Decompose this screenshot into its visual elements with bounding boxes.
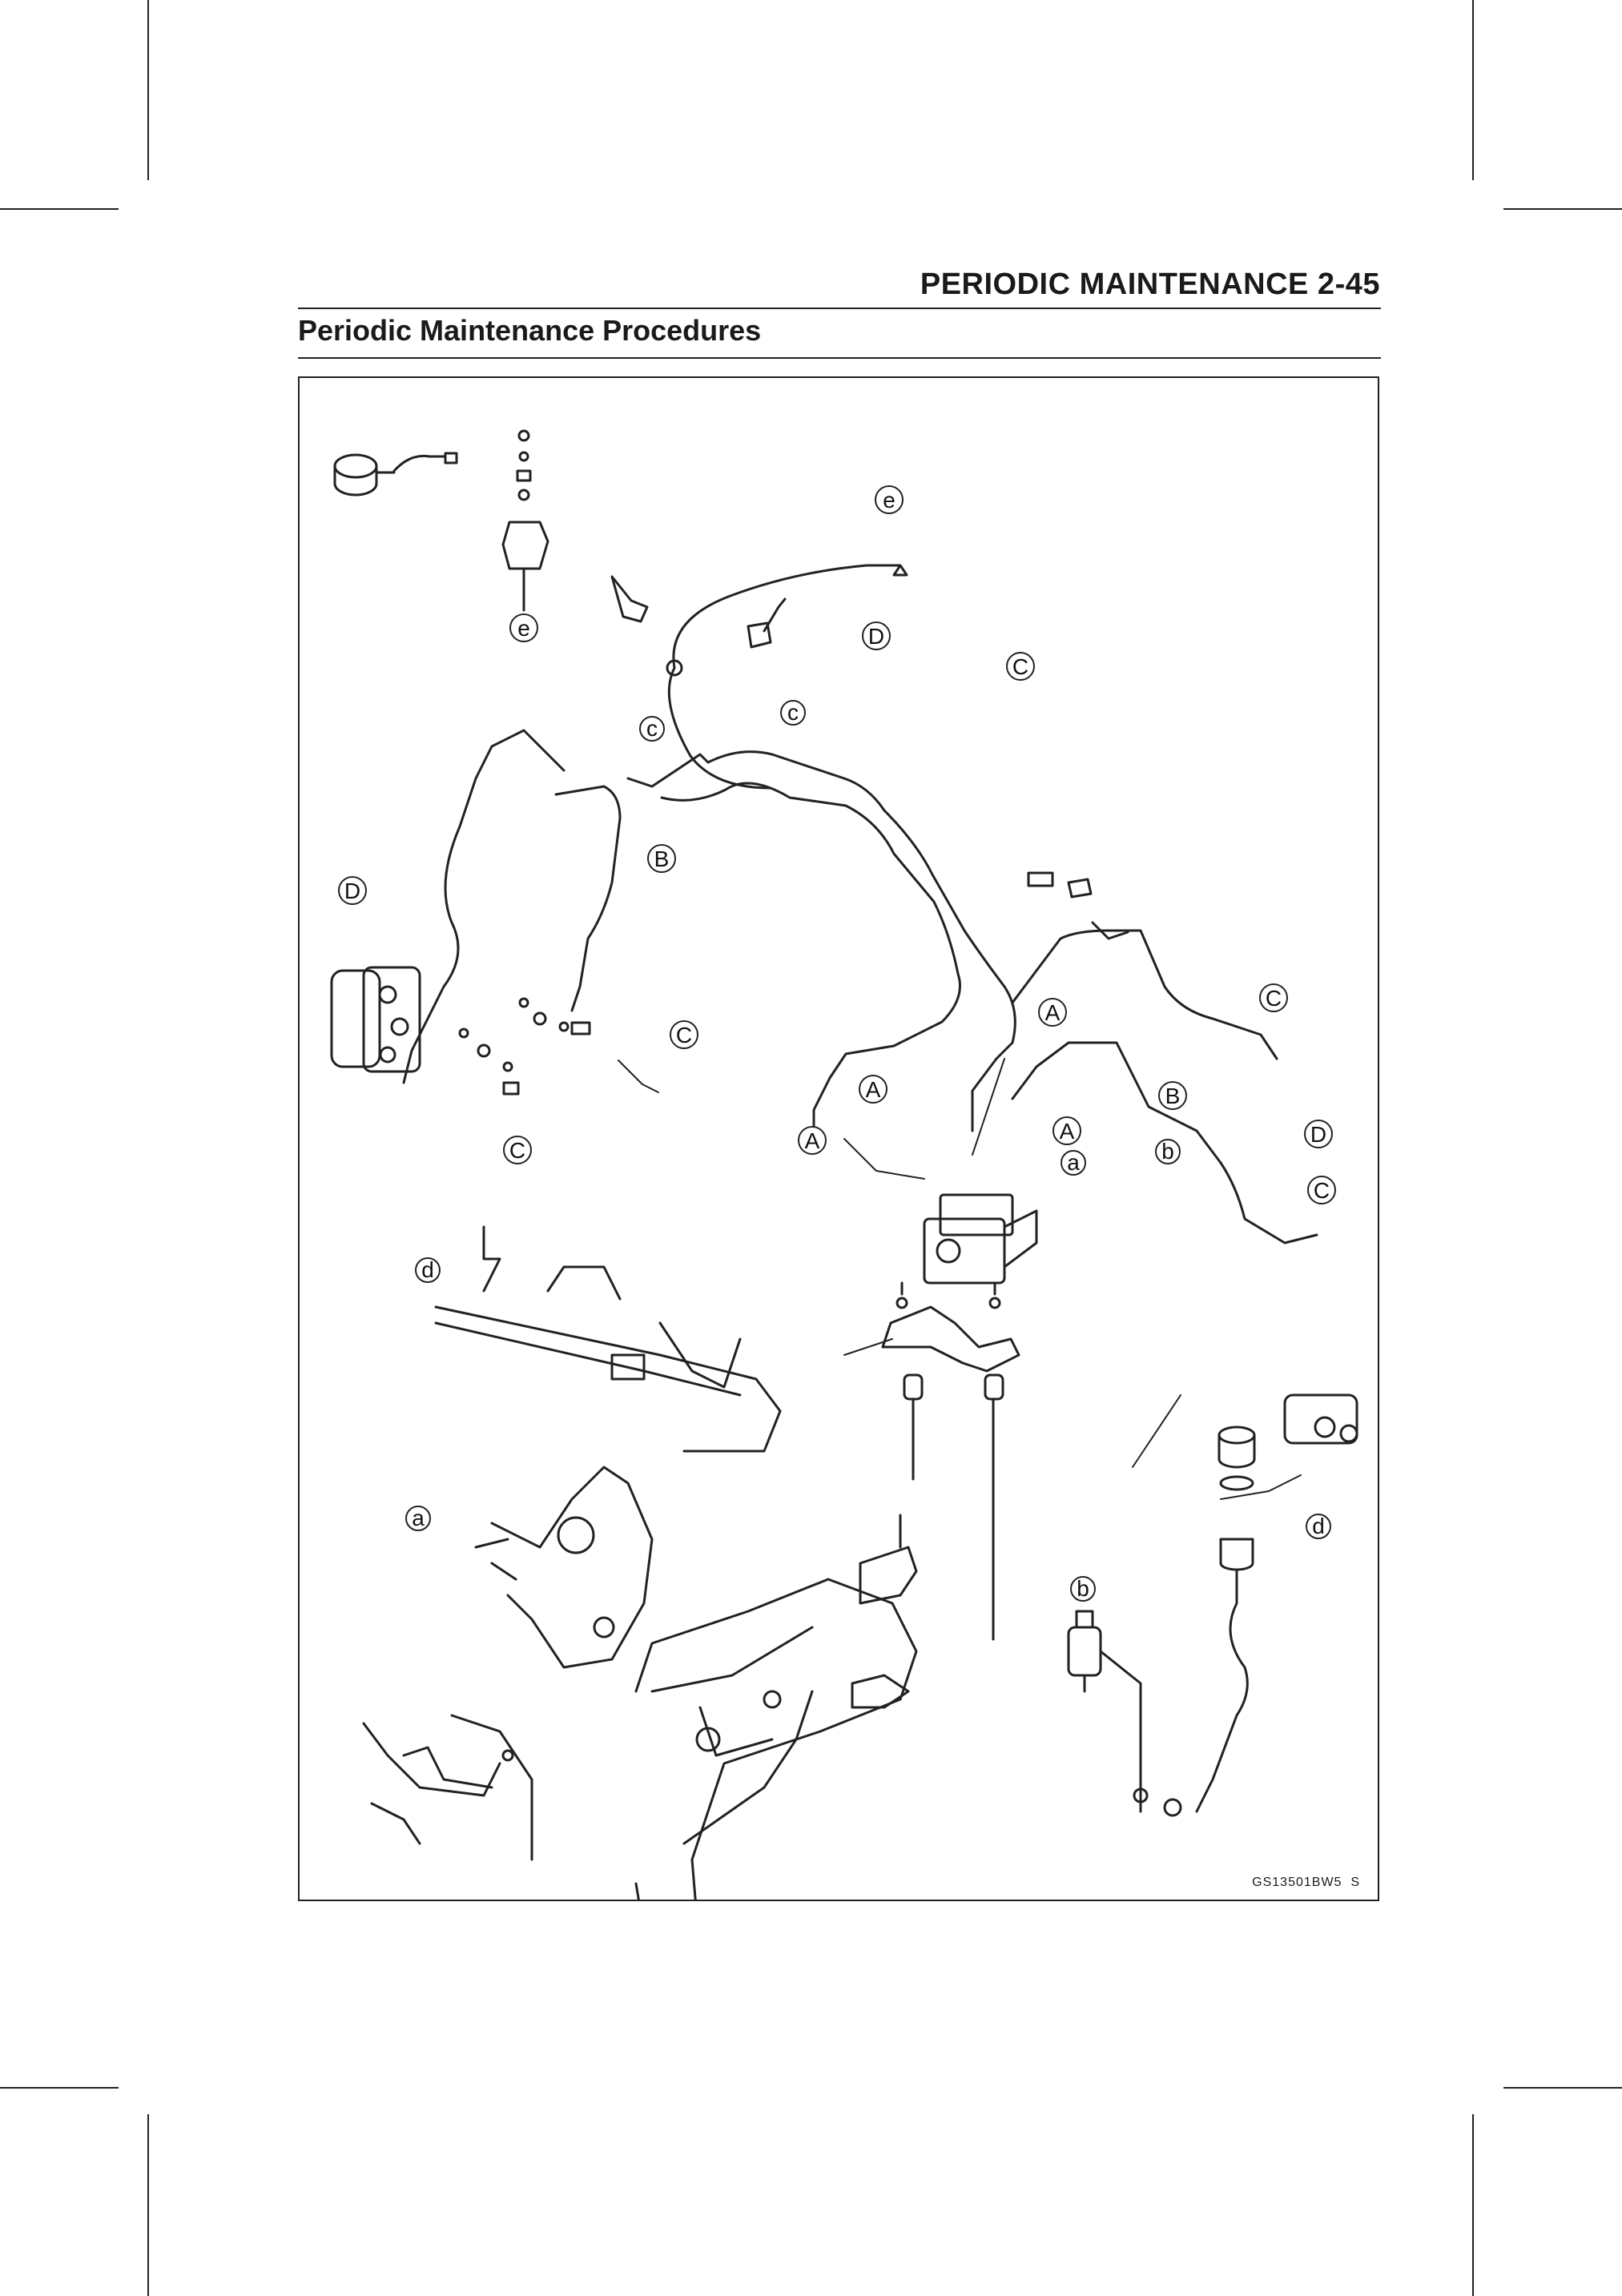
callout-label: A <box>1060 1119 1075 1144</box>
callout-label: b <box>1161 1139 1174 1164</box>
callout-label: e <box>883 488 896 513</box>
callout-a: A <box>1052 1116 1081 1145</box>
figure-id: GS13501BW5 S <box>1252 1876 1360 1889</box>
callout-label: c <box>646 716 658 741</box>
rear-caliper <box>1283 1393 1358 1445</box>
crop-mark <box>0 2087 119 2089</box>
callout-e: e <box>875 485 904 514</box>
frame-section <box>434 1265 782 1453</box>
callout-a: A <box>859 1075 887 1104</box>
callout-b: B <box>647 844 676 873</box>
callout-label: d <box>421 1257 434 1282</box>
callout-label: D <box>1306 1165 1322 1190</box>
callout-c: c <box>780 700 806 726</box>
callout-label: D <box>868 624 884 649</box>
callout-label: C <box>509 1138 525 1163</box>
callout-label: e <box>517 616 530 641</box>
abs-hydraulic-unit <box>923 1193 1038 1285</box>
section-rule <box>298 357 1381 359</box>
brake-line <box>672 564 900 669</box>
callout-label: A <box>1045 1000 1061 1025</box>
front-left-caliper <box>330 966 421 1073</box>
callout-d: d <box>415 1257 441 1283</box>
callout-c: C <box>1307 1176 1336 1204</box>
front-master-cylinder <box>333 452 458 497</box>
callout-c: c <box>639 716 665 742</box>
brake-line <box>1011 1041 1318 1245</box>
brake-line <box>402 729 565 1084</box>
callout-e: e <box>509 613 538 642</box>
callout-label: D <box>344 879 360 903</box>
callout-label: C <box>1012 654 1028 679</box>
callout-label: A <box>300 378 308 383</box>
diagram-drawing: e e D C c c B D C C A A A A B C D C a b … <box>300 378 1358 1900</box>
callout-b: b <box>1070 1576 1096 1602</box>
frame-section <box>474 1466 654 1669</box>
footrest-bracket <box>362 1714 533 1861</box>
frame-bracket <box>859 1546 918 1605</box>
crop-mark <box>1503 208 1622 210</box>
callout-label: A <box>805 1128 820 1153</box>
callout-d: D <box>862 621 891 650</box>
crop-mark <box>1503 2087 1622 2089</box>
header-rule <box>298 308 1381 309</box>
callout-d: D <box>1304 1120 1333 1148</box>
callout-label: C <box>1314 1178 1330 1203</box>
callout-label: c <box>787 700 799 725</box>
crop-mark <box>0 208 119 210</box>
callout-a: a <box>1061 1150 1086 1176</box>
callout-label: D <box>1310 1122 1326 1147</box>
frame-bracket <box>851 1674 910 1709</box>
crop-mark <box>147 0 149 180</box>
callout-c: C <box>1259 983 1288 1012</box>
rear-master-cylinder <box>1067 1610 1142 1813</box>
crop-mark <box>147 2114 149 2296</box>
page-header-title: PERIODIC MAINTENANCE 2-45 <box>920 267 1380 301</box>
callout-label: a <box>1067 1150 1080 1175</box>
brake-system-diagram: e e D C c c B D C C A A A A B C D C a b … <box>298 376 1379 1901</box>
brake-fluid-reservoir <box>1195 1425 1256 1813</box>
crop-mark <box>1472 0 1474 180</box>
callout-d: d <box>1306 1514 1331 1539</box>
abs-bracket <box>881 1305 1020 1373</box>
callout-d: D <box>338 876 367 905</box>
callout-b: b <box>1155 1139 1181 1164</box>
callout-a: A <box>798 1126 827 1155</box>
brake-line <box>626 750 1016 1132</box>
hose-clamp <box>610 575 649 623</box>
brake-line <box>1011 929 1278 1060</box>
callout-label: C <box>1266 986 1282 1011</box>
callout-label: B <box>1165 1084 1181 1108</box>
callout-label: b <box>1077 1576 1089 1601</box>
callout-a: a <box>405 1506 431 1531</box>
brake-line <box>1091 921 1129 940</box>
brake-line <box>554 785 622 1012</box>
callout-a: A <box>1038 998 1067 1027</box>
section-title: Periodic Maintenance Procedures <box>298 314 762 347</box>
callout-label: a <box>412 1506 425 1530</box>
callout-label: d <box>1312 1514 1325 1538</box>
crop-mark <box>1472 2114 1474 2296</box>
callout-b: B <box>1158 1081 1187 1110</box>
callout-c: C <box>1006 652 1035 681</box>
callout-label: C <box>676 1023 692 1047</box>
banjo-bolt-stack <box>501 429 549 612</box>
callout-label: B <box>654 846 670 871</box>
callout-label: A <box>866 1077 881 1102</box>
callout-c: C <box>670 1020 698 1049</box>
callout-c: C <box>503 1136 532 1164</box>
brake-line <box>660 782 961 1136</box>
engine-frame <box>634 1578 918 1900</box>
